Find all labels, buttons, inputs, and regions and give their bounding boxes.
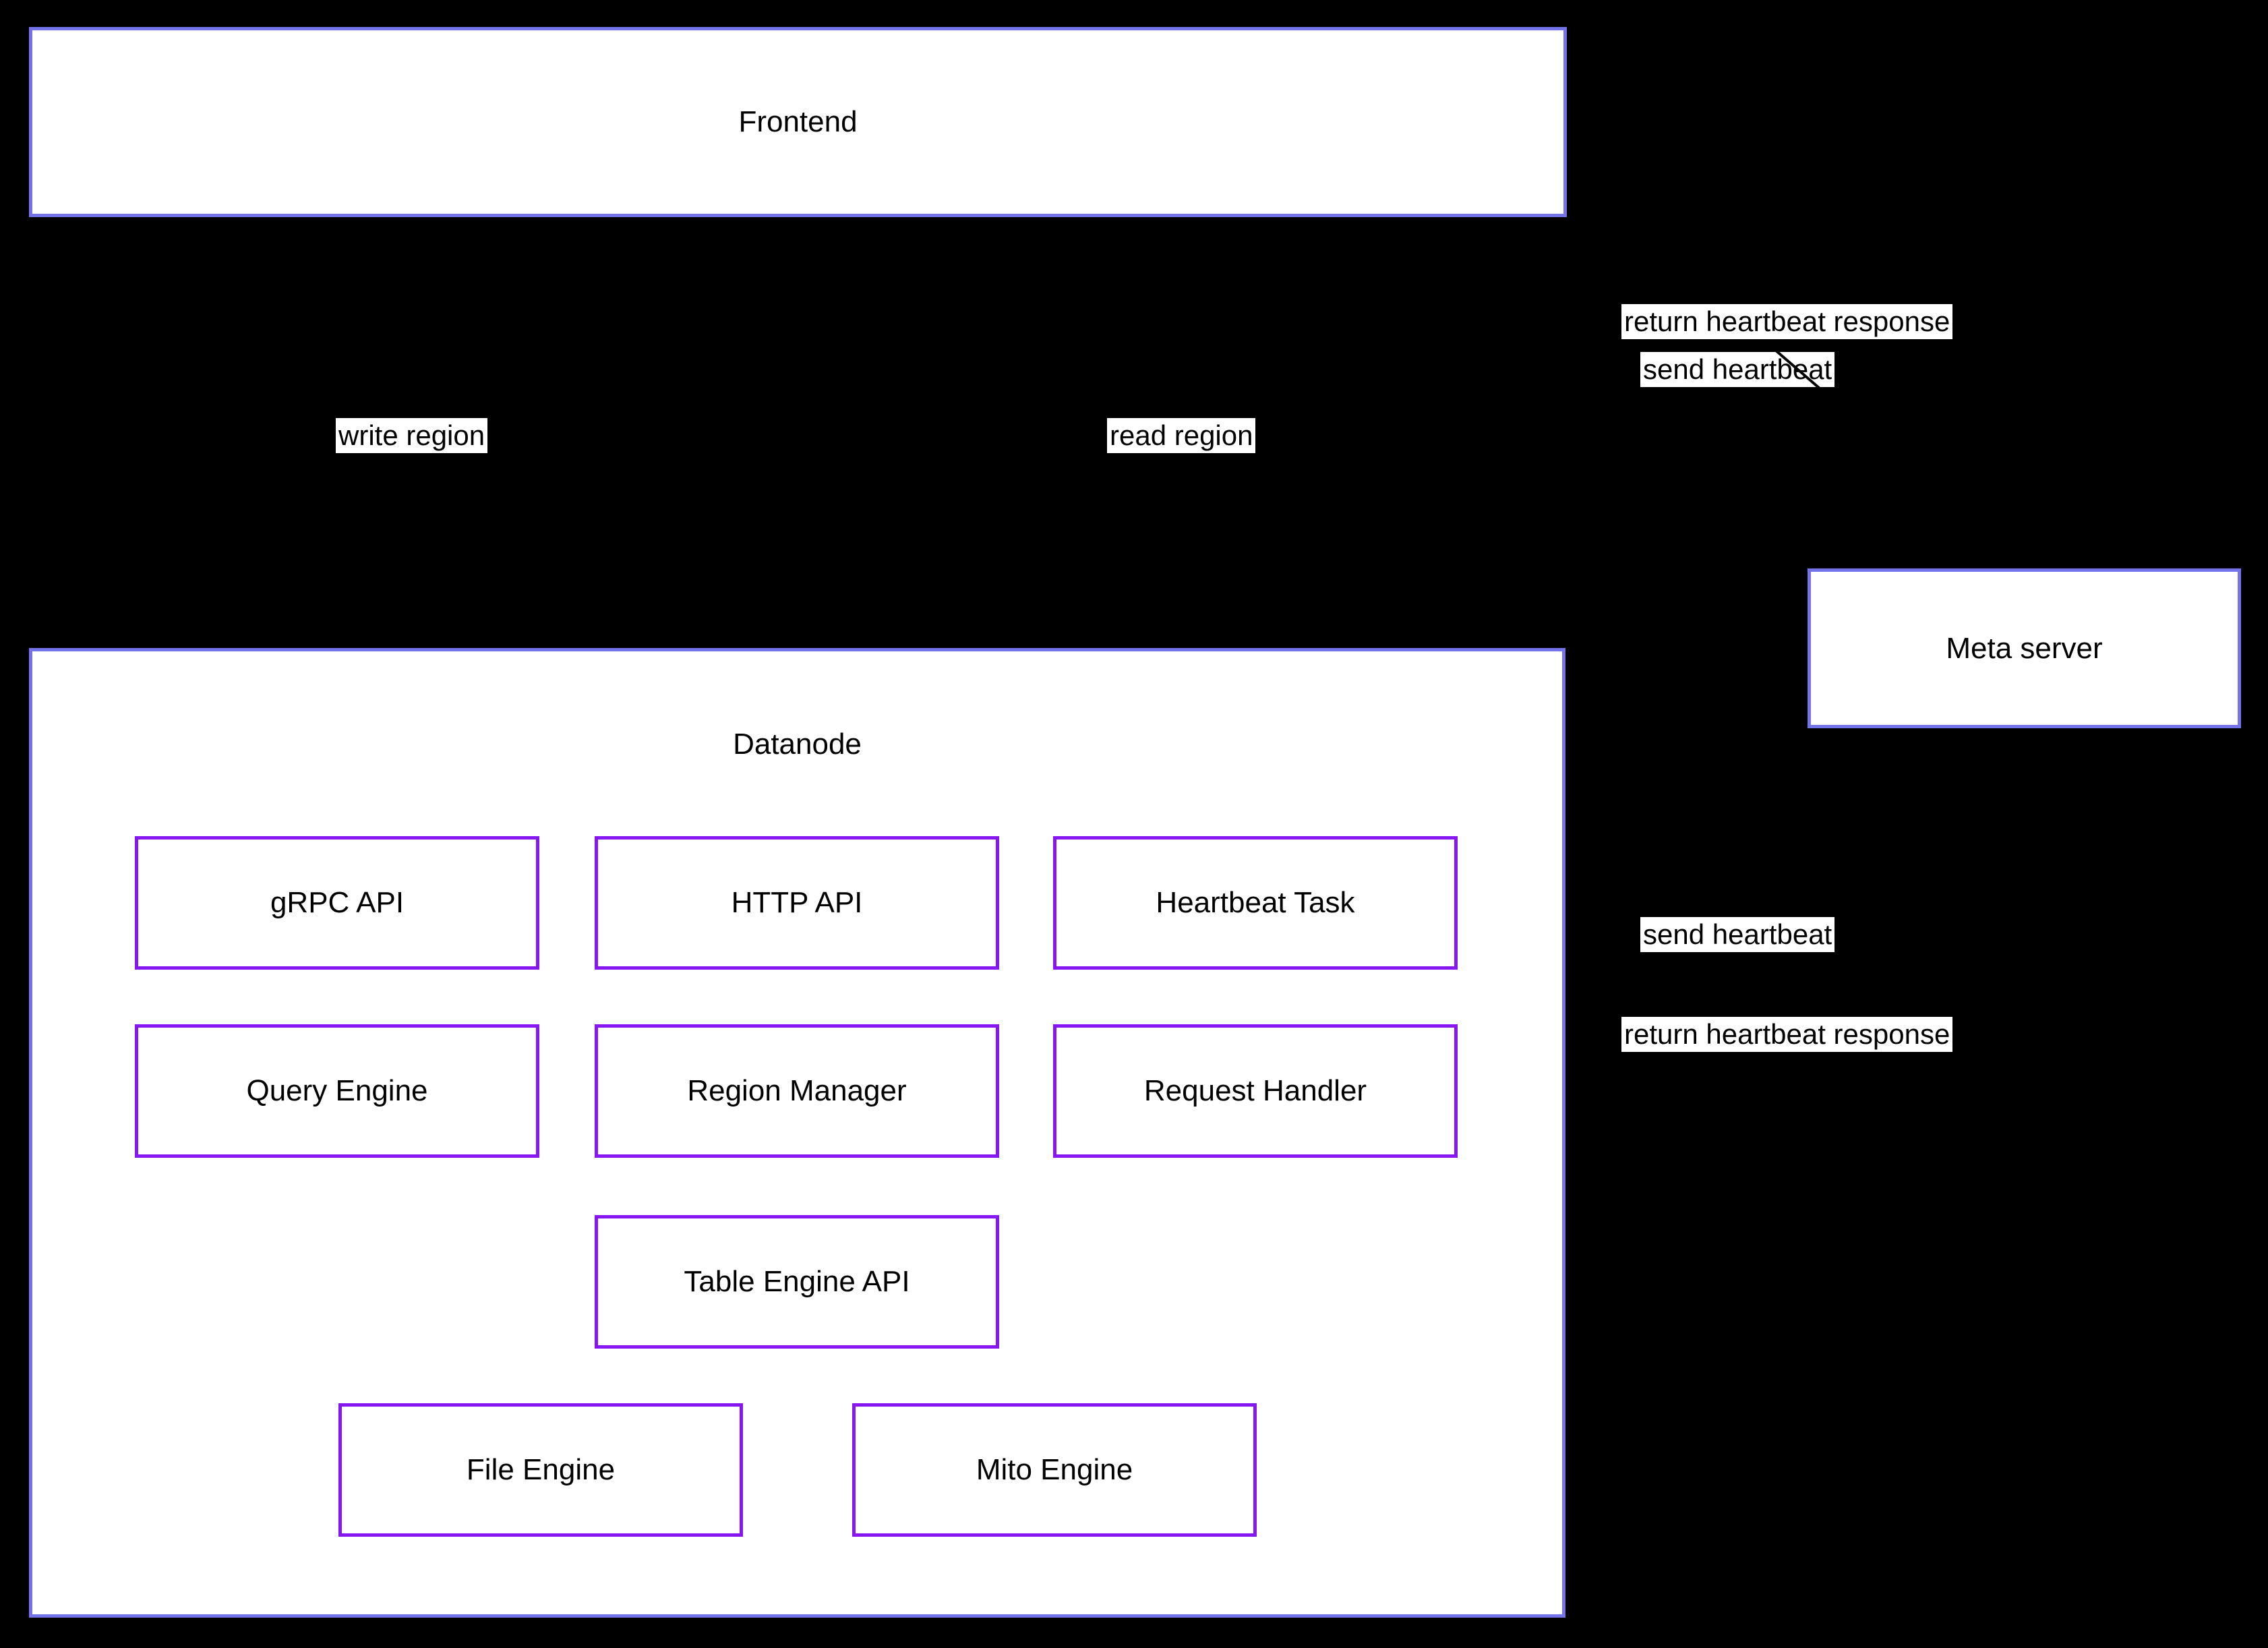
meta-server-node-label: Meta server: [1946, 631, 2103, 665]
read-region-edge-label: read region: [1107, 418, 1256, 453]
frontend-send-heartbeat-edge-label: send heartbeat: [1640, 352, 1835, 387]
query-engine-label: Query Engine: [246, 1074, 428, 1107]
frontend-node: Frontend: [29, 27, 1567, 217]
file-engine-label: File Engine: [466, 1453, 616, 1486]
datanode-send-heartbeat-edge-label: send heartbeat: [1640, 917, 1835, 952]
table-engine-api-node: Table Engine API: [595, 1215, 999, 1349]
frontend-node-label: Frontend: [738, 105, 858, 138]
heartbeat-task-label: Heartbeat Task: [1156, 886, 1355, 919]
table-engine-api-label: Table Engine API: [684, 1265, 910, 1298]
datanode-send-heartbeat-arrow: [1568, 734, 2024, 940]
datanode-node-label: Datanode: [733, 728, 862, 761]
datanode-return-heartbeat-edge-label: return heartbeat response: [1621, 1017, 1953, 1052]
heartbeat-task-node: Heartbeat Task: [1053, 836, 1458, 970]
mito-engine-label: Mito Engine: [976, 1453, 1133, 1486]
query-engine-node: Query Engine: [135, 1024, 539, 1158]
meta-server-node: Meta server: [1808, 568, 2241, 728]
request-handler-label: Request Handler: [1143, 1074, 1367, 1107]
request-handler-node: Request Handler: [1053, 1024, 1458, 1158]
frontend-send-heartbeat-arrow: [1752, 218, 1911, 561]
write-region-edge-label: write region: [336, 418, 488, 453]
grpc-api-label: gRPC API: [270, 886, 405, 919]
frontend-return-heartbeat-edge-label: return heartbeat response: [1621, 304, 1953, 339]
file-engine-node: File Engine: [338, 1403, 743, 1537]
http-api-node: HTTP API: [595, 836, 999, 970]
mito-engine-node: Mito Engine: [852, 1403, 1257, 1537]
grpc-api-node: gRPC API: [135, 836, 539, 970]
region-manager-label: Region Manager: [687, 1074, 907, 1107]
http-api-label: HTTP API: [731, 886, 863, 919]
region-manager-node: Region Manager: [595, 1024, 999, 1158]
